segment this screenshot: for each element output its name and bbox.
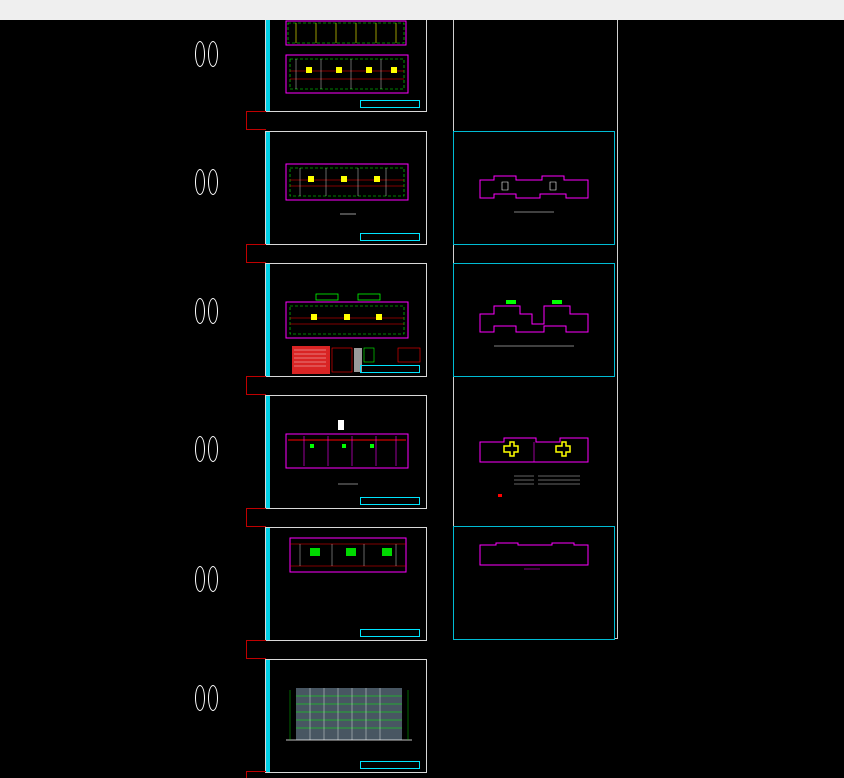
sheet-tab-marker: [246, 244, 266, 263]
sheet-tab-marker: [246, 376, 266, 395]
sheet-border-strip: [266, 264, 270, 376]
oval-marker-1: [195, 41, 218, 67]
sheet-border-strip: [266, 20, 270, 111]
sheet-tab-marker: [246, 771, 266, 778]
unit-outline-drawing: [479, 300, 589, 347]
sheet-border-strip: [266, 660, 270, 772]
oval-marker-2: [195, 169, 218, 195]
sheet-tab-marker: [246, 508, 266, 527]
drawing-sheet-unit-outline-2[interactable]: [453, 263, 615, 377]
drawing-sheet-unit-outline-4[interactable]: [453, 526, 615, 640]
oval-marker-4: [195, 436, 218, 462]
sheet-tab-marker: [246, 111, 266, 130]
sheet-border-strip: [266, 528, 270, 640]
drawing-sheet-unit-outline-3[interactable]: [454, 376, 612, 526]
floor-plan-drawing: [285, 163, 409, 215]
floor-plan-drawing: [285, 20, 409, 94]
title-block: [360, 497, 420, 505]
floor-plan-drawing: [285, 293, 421, 374]
oval-marker-5: [195, 566, 218, 592]
title-block: [360, 233, 420, 241]
top-toolbar: [0, 0, 844, 20]
roof-plan-drawing: [289, 537, 407, 573]
title-block: [360, 761, 420, 769]
drawing-sheet-unit-outline-1[interactable]: [453, 131, 615, 245]
sheet-tab-marker: [246, 640, 266, 659]
drawing-sheet-floor-plan-3[interactable]: [265, 263, 427, 377]
drawing-sheet-floor-plan-2[interactable]: [265, 131, 427, 245]
sheet-border-strip: [266, 132, 270, 244]
title-block: [360, 629, 420, 637]
drawing-sheet-floor-plan-4[interactable]: [265, 395, 427, 509]
floor-plan-drawing: [285, 420, 409, 485]
title-block: [360, 365, 420, 373]
unit-outline-drawing: [479, 175, 589, 213]
unit-outline-drawing: [479, 542, 589, 570]
sheet-border-strip: [266, 396, 270, 508]
drawing-canvas[interactable]: [0, 20, 844, 778]
elevation-drawing: [286, 688, 412, 741]
drawing-sheet-roof-plan[interactable]: [265, 527, 427, 641]
title-block: [360, 100, 420, 108]
oval-marker-6: [195, 685, 218, 711]
drawing-sheet-floor-plan-1[interactable]: [265, 20, 427, 112]
unit-outline-drawing: [479, 437, 589, 497]
drawing-sheet-elevation[interactable]: [265, 659, 427, 773]
oval-marker-3: [195, 298, 218, 324]
